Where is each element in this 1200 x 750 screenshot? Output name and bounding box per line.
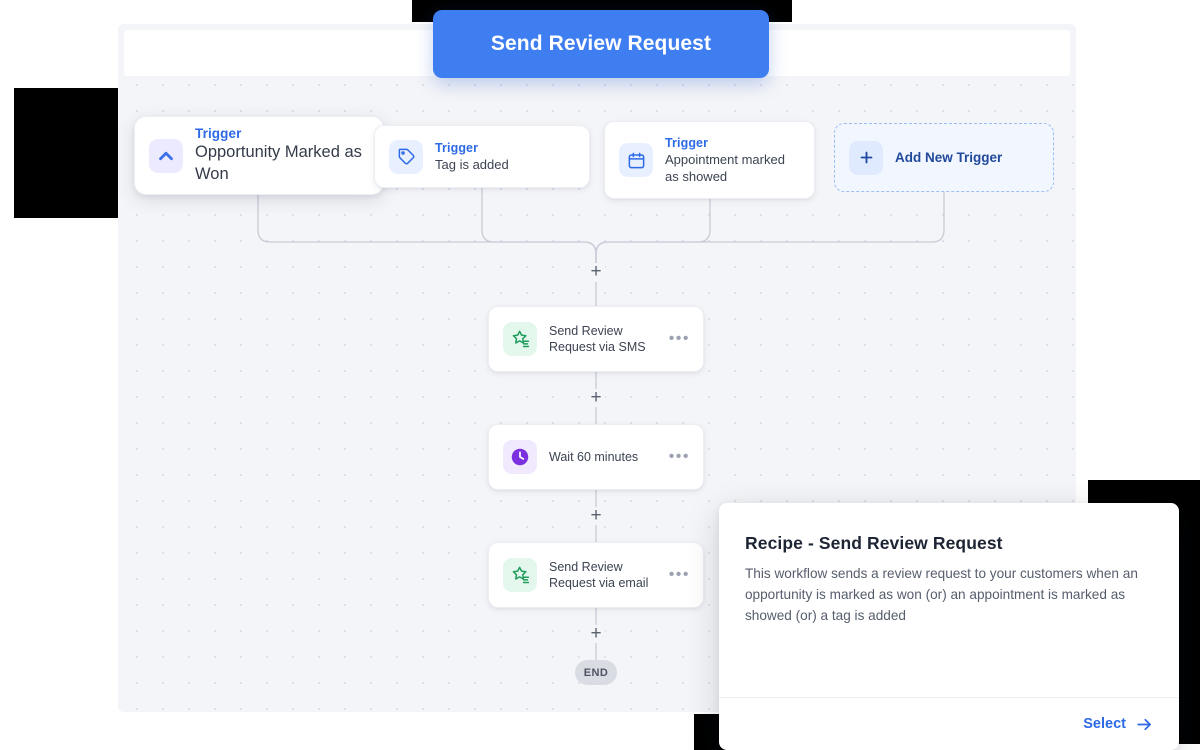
node-menu-icon[interactable]: ••• — [669, 571, 690, 579]
recipe-description: This workflow sends a review request to … — [745, 563, 1153, 626]
plus-icon — [849, 141, 883, 175]
add-new-trigger-label: Add New Trigger — [895, 150, 1002, 165]
add-step-plus-4[interactable]: + — [587, 625, 605, 643]
recipe-panel: Recipe - Send Review Request This workfl… — [719, 503, 1179, 750]
add-new-trigger-button[interactable]: Add New Trigger — [834, 123, 1054, 192]
tag-icon — [389, 140, 423, 174]
node-menu-icon[interactable]: ••• — [669, 335, 690, 343]
node-menu-icon[interactable]: ••• — [669, 453, 690, 461]
add-step-plus-3[interactable]: + — [587, 507, 605, 525]
select-button[interactable]: Select — [1083, 716, 1126, 732]
recipe-body: Recipe - Send Review Request This workfl… — [719, 503, 1179, 697]
send-review-request-button[interactable]: Send Review Request — [433, 10, 769, 78]
action-node-send-review-request-email[interactable]: Send Review Request via email ••• — [488, 542, 704, 608]
add-step-plus-1[interactable]: + — [587, 263, 605, 281]
recipe-footer: Select — [719, 697, 1179, 750]
trigger-card-opportunity-marked-as-won[interactable]: Trigger Opportunity Marked as Won — [134, 116, 384, 195]
clock-icon — [503, 440, 537, 474]
review-star-icon — [503, 558, 537, 592]
arrow-right-icon[interactable] — [1135, 715, 1154, 734]
action-node-wait-60-minutes[interactable]: Wait 60 minutes ••• — [488, 424, 704, 490]
end-badge: END — [575, 660, 617, 685]
trigger-kicker: Trigger — [435, 141, 509, 156]
chevron-up-icon — [149, 139, 183, 173]
trigger-label: Opportunity Marked as Won — [195, 141, 369, 185]
trigger-kicker: Trigger — [665, 136, 792, 151]
action-node-label: Wait 60 minutes — [549, 449, 656, 465]
add-step-plus-2[interactable]: + — [587, 389, 605, 407]
trigger-label: Tag is added — [435, 156, 509, 173]
trigger-label: Appointment marked as showed — [665, 151, 792, 185]
review-star-icon — [503, 322, 537, 356]
trigger-card-appointment-marked-as-showed[interactable]: Trigger Appointment marked as showed — [604, 121, 815, 199]
calendar-icon — [619, 143, 653, 177]
action-node-send-review-request-sms[interactable]: Send Review Request via SMS ••• — [488, 306, 704, 372]
trigger-card-tag-is-added[interactable]: Trigger Tag is added — [374, 125, 590, 188]
trigger-kicker: Trigger — [195, 126, 369, 141]
recipe-title: Recipe - Send Review Request — [745, 533, 1153, 554]
